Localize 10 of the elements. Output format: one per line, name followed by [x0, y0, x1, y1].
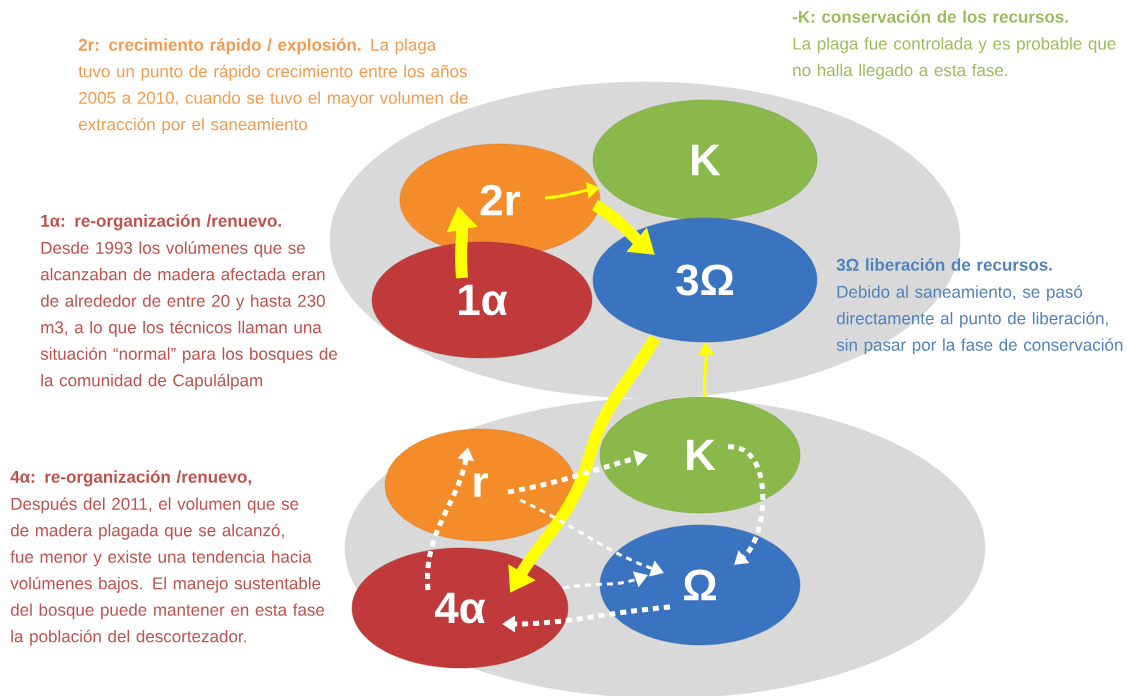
description-text: 2r: crecimiento rápido / explosión. La plaga tuvo un punto de rápido crecimiento entre los años 2005 a 2010, cuando se tuvo el mayor volumen de extracción por el saneamiento	[78, 38, 468, 134]
description-text: La plaga fue controlada y es probable que no halla llegado a esta fase.	[793, 37, 1116, 80]
arrow	[727, 444, 766, 565]
heading-text: -K: conservación de los recursos.	[792, 10, 1068, 23]
description-text: Después del 2011, el volumen que se de madera plagada que se alcanzó, fue menor y existe una tendencia hacia volúmenes bajos. El manejo sustentable del bosque puede mantener en esta fase la población del descortezador.	[10, 497, 325, 646]
heading-text: 1α: re-organización /renuevo.	[41, 214, 281, 231]
description-text: Desde 1993 los volúmenes que se alcanzaban de madera afectada eran de alrededor de entre 20 y hasta 230 m3, a lo que los técnicos llaman una situación “normal” para los bosques de la comunidad de Capulálpam	[40, 241, 338, 390]
heading-text: 3Ω liberación de recursos.	[836, 258, 1052, 271]
description-text: Debido al saneamiento, se pasó directamente al punto de liberación, sin pasar por la fase de conservación	[836, 285, 1123, 355]
heading-text: 4α: re-organización /renuevo,	[10, 470, 251, 487]
